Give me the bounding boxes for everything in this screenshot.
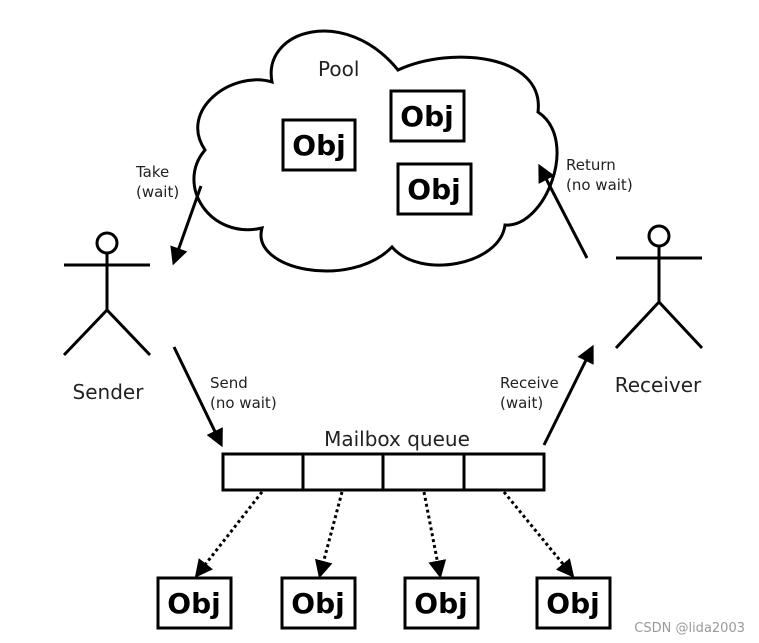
receiver-figure (614, 224, 704, 350)
message-obj-4: Obj (535, 576, 612, 630)
obj-label: Obj (400, 100, 453, 133)
pool-cloud (192, 29, 559, 273)
receiver-label: Receiver (615, 373, 702, 397)
sender-label: Sender (73, 380, 145, 404)
pool-label: Pool (318, 57, 359, 81)
take-sub-label: (wait) (136, 183, 179, 201)
obj-label: Obj (414, 587, 467, 620)
pool-obj-2: Obj (389, 89, 466, 143)
message-obj-1: Obj (156, 576, 233, 630)
take-label: Take (135, 163, 169, 181)
take-arrow (170, 185, 203, 266)
send-arrow (172, 346, 223, 448)
mailbox-label: Mailbox queue (324, 427, 470, 451)
obj-label: Obj (292, 129, 345, 162)
sender-figure (62, 231, 152, 357)
pool-obj-1: Obj (281, 118, 357, 172)
slot-pointer-1 (194, 491, 264, 578)
watermark: CSDN @lida2003 (634, 621, 745, 636)
obj-label: Obj (407, 173, 460, 206)
obj-label: Obj (167, 587, 220, 620)
obj-label: Obj (291, 587, 344, 620)
slot-pointer-3 (422, 491, 447, 579)
mailbox-queue (221, 452, 546, 492)
receive-label: Receive (500, 374, 559, 392)
return-sub-label: (no wait) (566, 176, 633, 194)
pool-obj-3: Obj (396, 162, 473, 216)
receive-arrow (542, 344, 594, 446)
obj-label: Obj (546, 587, 599, 620)
message-obj-2: Obj (280, 576, 357, 630)
return-label: Return (566, 156, 616, 174)
slot-pointer-4 (502, 491, 575, 578)
return-arrow (538, 163, 589, 259)
send-sub-label: (no wait) (210, 394, 277, 412)
send-label: Send (210, 374, 248, 392)
message-obj-3: Obj (403, 576, 480, 630)
slot-pointer-2 (314, 491, 344, 579)
receive-sub-label: (wait) (500, 394, 543, 412)
